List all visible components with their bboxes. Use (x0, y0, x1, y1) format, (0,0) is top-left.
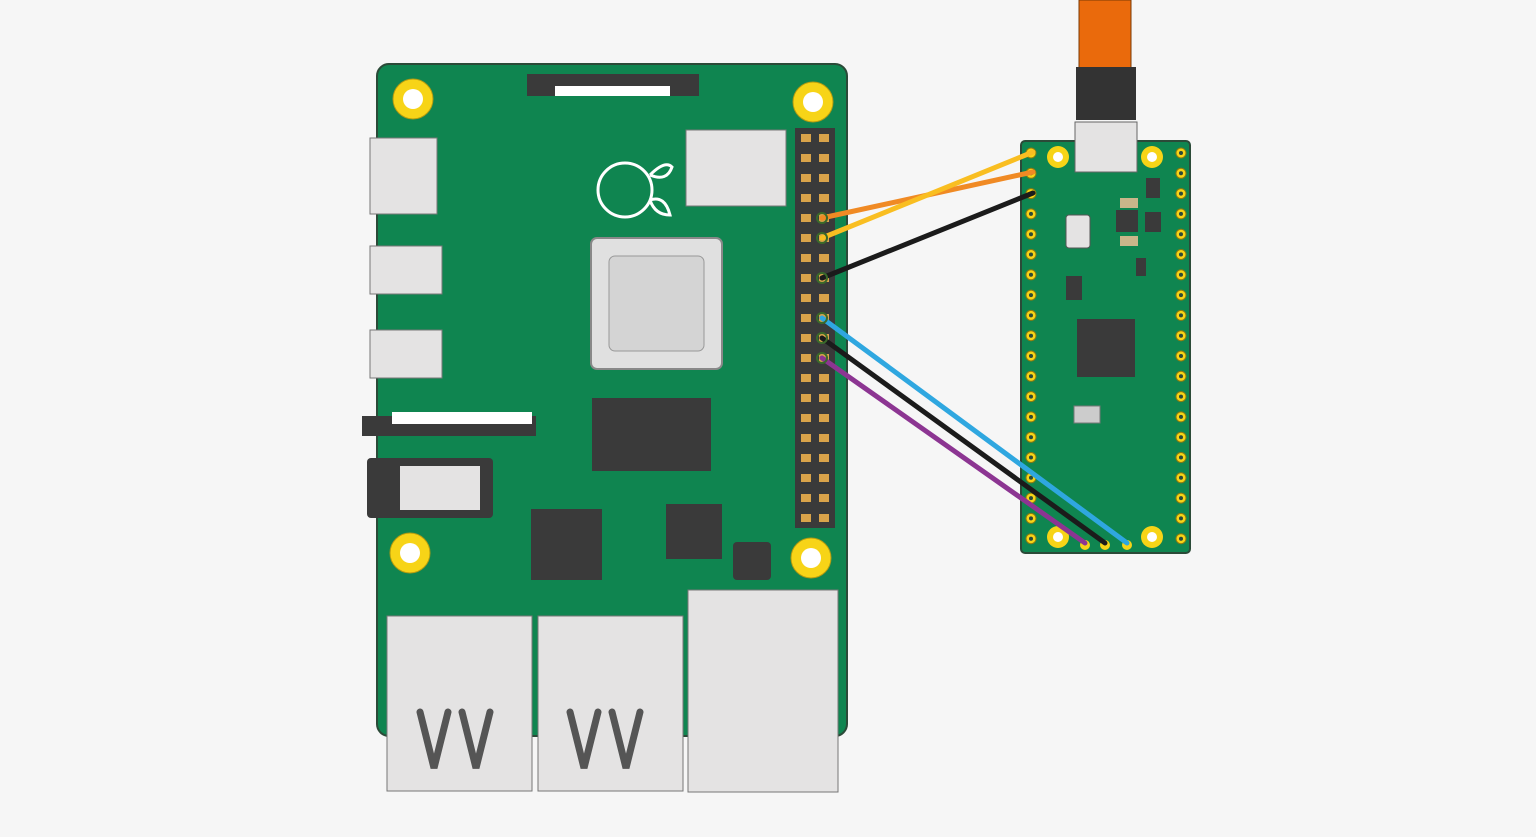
gpio-pin (819, 514, 829, 522)
gpio-pin (819, 174, 829, 182)
gpio-pin (819, 474, 829, 482)
gpio-pin (801, 434, 811, 442)
gpio-header (795, 128, 835, 528)
smd-component (1136, 258, 1146, 276)
gpio-pin (801, 134, 811, 142)
gpio-pin (801, 294, 811, 302)
wire-end (816, 232, 828, 244)
pico-pins (1025, 147, 1187, 550)
wifi-module (685, 129, 787, 207)
ethernet-chip (666, 504, 722, 559)
usb-c-power-port (369, 137, 438, 215)
usb-port-1 (386, 615, 533, 792)
gpio-pin (819, 194, 829, 202)
gpio-pin (801, 454, 811, 462)
usb-controller-chip (531, 509, 602, 580)
mount-holes (389, 78, 834, 579)
wire-end (816, 272, 828, 284)
jumper-wire (819, 315, 1130, 546)
raspberry-pi-pico-board (1020, 121, 1191, 554)
wire-end (816, 332, 828, 344)
wire-end (816, 312, 828, 324)
gpio-pin (801, 494, 811, 502)
gpio-pin (801, 394, 811, 402)
gpio-pin (801, 274, 811, 282)
pico-micro-usb-port (1074, 121, 1138, 173)
gpio-pin (801, 334, 811, 342)
gpio-pin (801, 174, 811, 182)
camera-connector-slot (392, 412, 532, 424)
ram-chip (592, 398, 711, 471)
wire-end (816, 352, 828, 364)
raspberry-logo-icon (596, 161, 674, 219)
jumper-wire (819, 190, 1036, 281)
gpio-pin (801, 254, 811, 262)
flash-chip (1066, 276, 1082, 300)
gpio-pin (819, 394, 829, 402)
gpio-pin (801, 414, 811, 422)
audio-jack-body (400, 466, 480, 510)
jumper-wire (819, 149, 1036, 241)
smd-component (1120, 198, 1138, 208)
display-connector-slot (555, 86, 670, 96)
wires (816, 149, 1130, 546)
jumper-wire (819, 335, 1108, 546)
gpio-pin (819, 374, 829, 382)
jumper-wire (819, 355, 1088, 546)
gpio-pin (801, 314, 811, 322)
bootsel-button[interactable] (1065, 214, 1091, 249)
gpio-pin (801, 474, 811, 482)
usb-port-2 (537, 615, 684, 792)
gpio-pin (801, 194, 811, 202)
gpio-pin (801, 514, 811, 522)
gpio-pin (819, 454, 829, 462)
micro-hdmi-port-1 (369, 245, 443, 295)
wire-end (816, 212, 828, 224)
gpio-pin (819, 414, 829, 422)
gpio-pin (801, 374, 811, 382)
gpio-pin (801, 354, 811, 362)
gpio-pin (819, 154, 829, 162)
smd-component (1120, 236, 1138, 246)
gpio-pin (819, 134, 829, 142)
gpio-pin (801, 154, 811, 162)
usb-cable (1078, 0, 1132, 71)
gpio-pin (819, 494, 829, 502)
gpio-pin (801, 214, 811, 222)
gpio-pin (819, 294, 829, 302)
gpio-pin (801, 234, 811, 242)
soc-lid (608, 255, 705, 352)
ethernet-port (687, 589, 839, 793)
smd-component (1146, 178, 1160, 198)
gpio-pin (819, 254, 829, 262)
raspberry-pi-board (362, 63, 848, 793)
led (1073, 405, 1101, 424)
micro-hdmi-port-2 (369, 329, 443, 379)
rp2040-chip (1077, 319, 1135, 377)
smd-component (1145, 212, 1161, 232)
poe-header (733, 542, 771, 580)
usb-cable-plug (1076, 67, 1136, 120)
gpio-pin (819, 434, 829, 442)
regulator (1116, 210, 1138, 232)
